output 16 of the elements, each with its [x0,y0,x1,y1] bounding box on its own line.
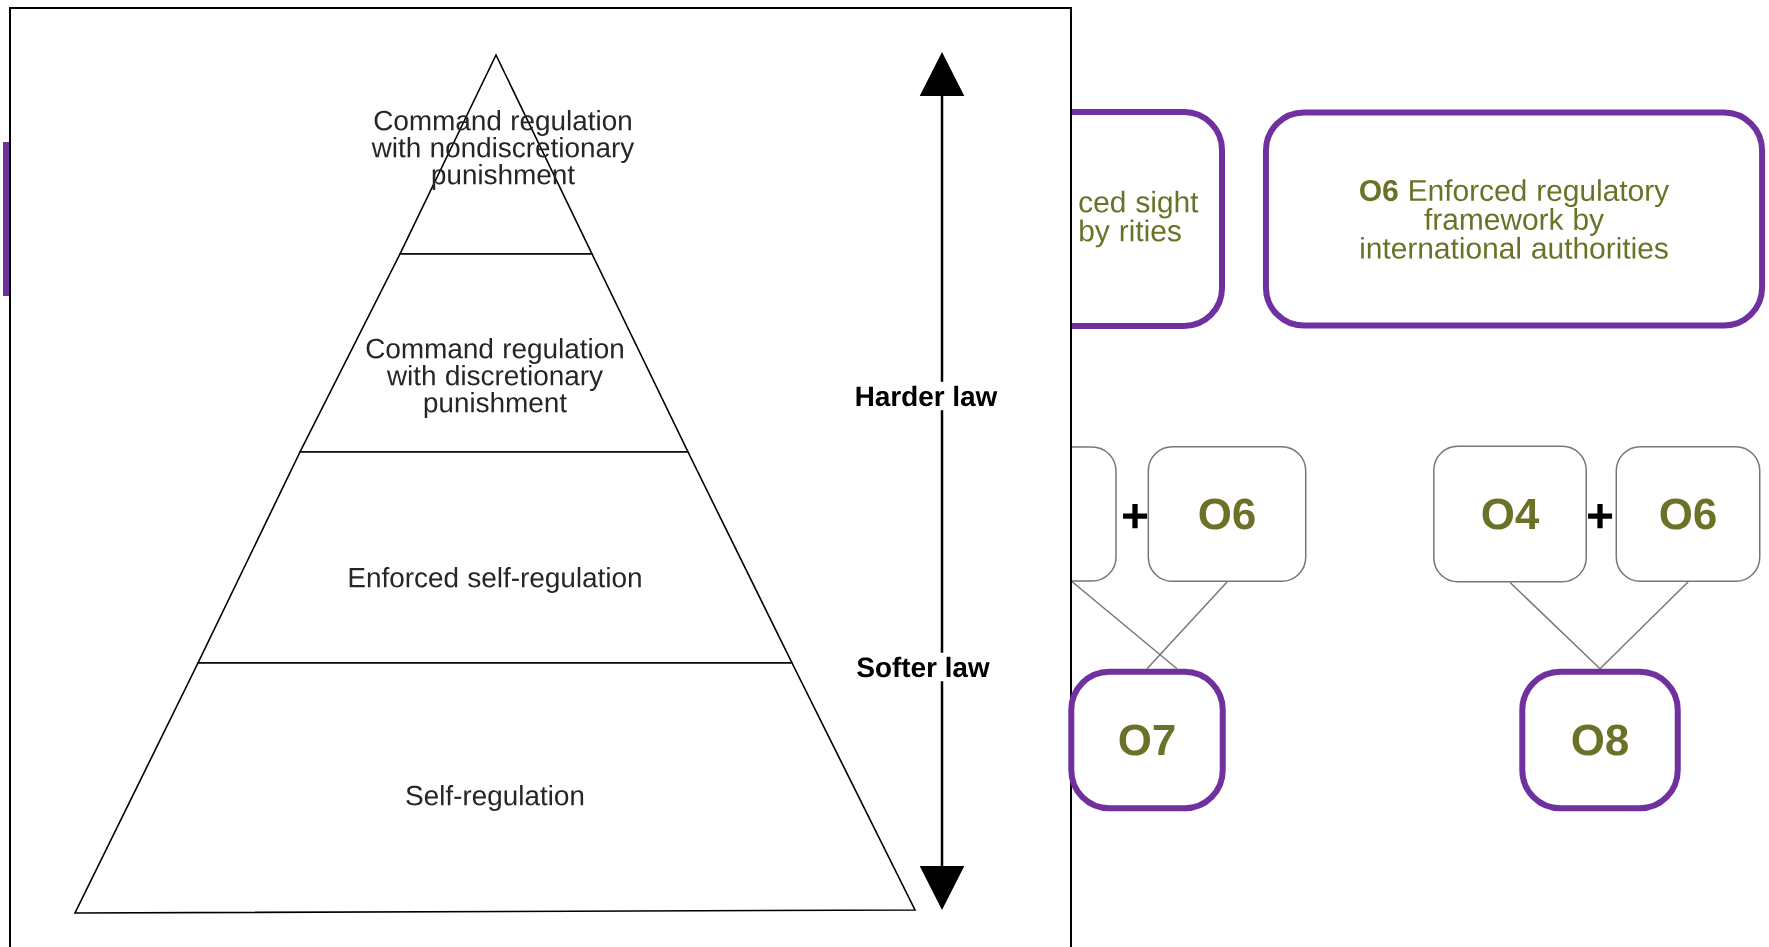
outcome-box: O8 [1519,668,1681,812]
outcome-box: O7 [1068,668,1226,812]
plus-sign: + [1123,504,1148,529]
combination-box: O4 [1433,445,1587,583]
plus-sign: + [1588,504,1613,529]
combination-box [1071,446,1117,582]
connector-line [1509,581,1601,670]
combination-box: O6 [1147,446,1307,582]
slide-box: O6 Enforced regulatory framework by international authorities [1262,109,1766,329]
axis-label: Softer law [852,652,994,682]
slide-box: ced sight by rities [1072,109,1225,329]
slide-box [3,142,9,296]
combination-box: O6 [1615,446,1761,582]
connector-line [1599,581,1689,670]
connector-line [1146,581,1228,670]
axis-label: Harder law [850,381,1002,411]
